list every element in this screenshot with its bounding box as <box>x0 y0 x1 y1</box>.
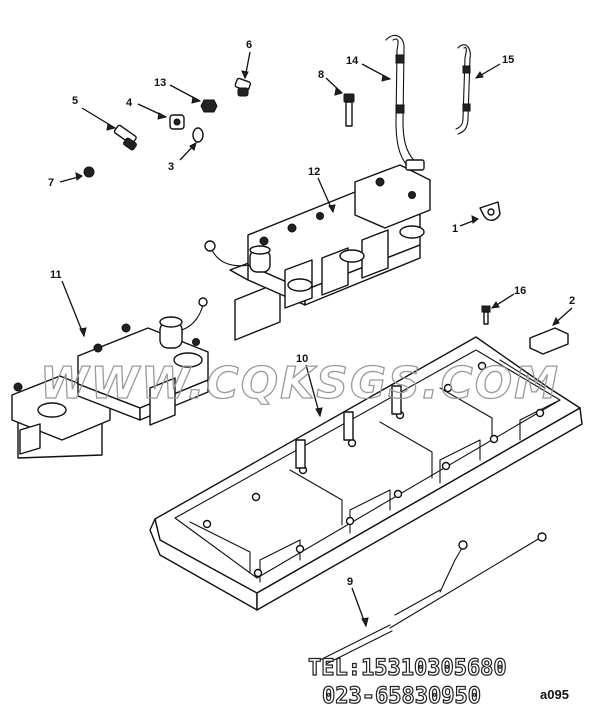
callout-2: 2 <box>569 295 575 307</box>
callout-4: 4 <box>126 97 133 109</box>
part-7-plug <box>83 166 95 178</box>
part-8-bolt <box>343 93 355 127</box>
watermark-site: WWW.CQKSGS.COM <box>40 358 560 409</box>
callout-5: 5 <box>72 95 78 107</box>
part-15-tube <box>455 44 471 135</box>
part-1-clip <box>479 201 501 221</box>
watermark-phone: TEL:15310305680 <box>308 656 507 681</box>
part-11-rocker-housing <box>11 297 209 459</box>
callout-16: 16 <box>514 285 526 297</box>
part-4-fitting <box>169 114 185 130</box>
part-2-block <box>529 327 569 355</box>
page-ref: a095 <box>540 687 569 702</box>
part-10-cover-frame <box>149 336 583 611</box>
part-6-elbow <box>234 77 252 97</box>
callout-9: 9 <box>347 576 353 588</box>
part-9-rod <box>319 532 547 666</box>
part-5-fitting <box>113 124 137 151</box>
callout-13: 13 <box>154 77 166 89</box>
callout-7: 7 <box>48 177 54 189</box>
callout-12: 12 <box>308 166 320 178</box>
callout-6: 6 <box>246 39 252 51</box>
part-14-tube <box>385 34 425 171</box>
callout-1: 1 <box>452 223 458 235</box>
callout-11: 11 <box>50 269 62 281</box>
callout-8: 8 <box>318 69 324 81</box>
callout-3: 3 <box>168 161 174 173</box>
part-12-rocker-housing <box>204 164 431 341</box>
part-3-o-ring <box>192 127 204 143</box>
callout-15: 15 <box>502 54 514 66</box>
watermark-landline: 023-65830950 <box>322 684 481 709</box>
part-16-bolt <box>481 305 491 325</box>
callout-leaders <box>59 51 573 628</box>
part-13-nut <box>200 99 218 113</box>
callout-labels: 1 2 3 4 5 6 7 8 9 10 11 12 13 14 15 16 <box>48 39 575 588</box>
callout-14: 14 <box>346 55 359 67</box>
callout-10: 10 <box>296 353 308 365</box>
